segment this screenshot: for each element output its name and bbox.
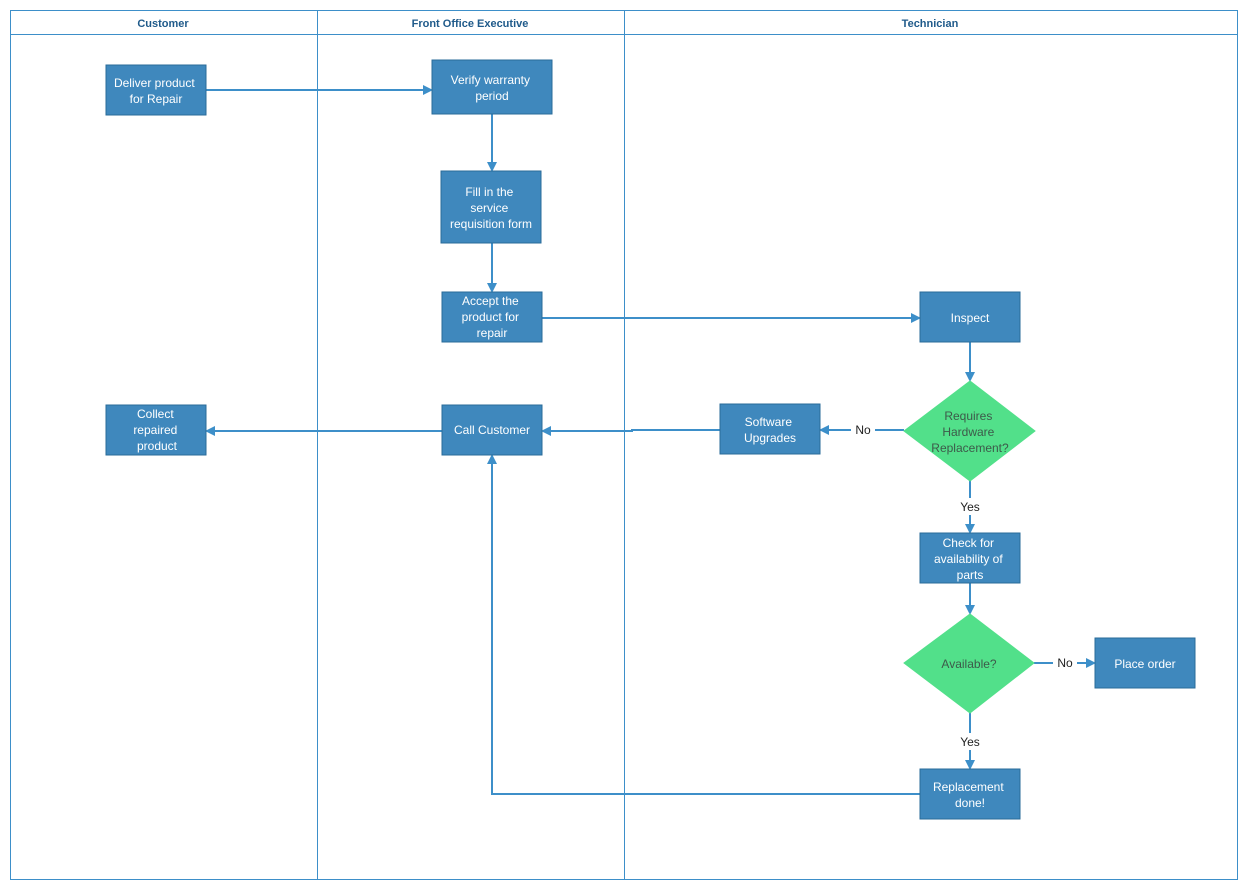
swimlane-frame [10, 10, 1238, 880]
edge-software-to-call [541, 426, 720, 436]
svg-text:Inspect: Inspect [951, 311, 990, 325]
node-replacement-done[interactable]: Replacement done! [919, 768, 1021, 820]
svg-text:Software Upgrades: Software Upgrades [744, 415, 796, 445]
svg-text:Replacement done!: Replacement done! [933, 780, 1007, 810]
svg-text:Requires Hardware: Requires Hardware Replacement? [931, 409, 1009, 455]
lane-title-customer: Customer [137, 18, 189, 30]
svg-text:Deliver product for Repa: Deliver product for Repair [114, 76, 198, 106]
node-verify-warranty[interactable]: Verify warranty period [431, 59, 553, 115]
svg-text:Place order: Place order [1114, 657, 1175, 671]
svg-text:Available?: Available? [941, 657, 996, 671]
lane-title-front-office: Front Office Executive [412, 18, 529, 30]
edge-label-no-order: No [1053, 654, 1077, 671]
node-inspect[interactable]: Inspect [919, 291, 1021, 343]
label-no-1: No [855, 423, 871, 437]
svg-text:Check for availability o: Check for availability of parts [934, 536, 1006, 582]
node-accept-product[interactable]: Accept the product for repair [441, 291, 543, 343]
node-available[interactable]: Available? [903, 613, 1035, 714]
edge-label-yes-check: Yes [955, 498, 985, 515]
node-deliver-product[interactable]: Deliver product for Repair [105, 64, 207, 116]
node-call-customer[interactable]: Call Customer [441, 404, 543, 456]
edge-label-yes-replace: Yes [955, 733, 985, 750]
edge-replacement-to-call [487, 454, 920, 795]
svg-text:Fill in the service: Fill in the service requisition form [450, 185, 532, 231]
label-yes-1: Yes [960, 500, 980, 514]
node-place-order[interactable]: Place order [1094, 637, 1196, 689]
node-check-parts[interactable]: Check for availability of parts [919, 532, 1021, 584]
node-requires-hardware[interactable]: Requires Hardware Replacement? [903, 380, 1036, 482]
svg-text:Call Customer: Call Customer [454, 423, 530, 437]
connectors [205, 85, 1096, 795]
label-yes-2: Yes [960, 735, 980, 749]
lane-title-technician: Technician [902, 18, 959, 30]
svg-text:Verify warranty period: Verify warranty period [451, 73, 534, 103]
svg-text:Accept the product for: Accept the product for repair [462, 294, 523, 340]
svg-text:Collect repaired p: Collect repaired product [133, 407, 180, 453]
label-no-2: No [1057, 656, 1073, 670]
edge-label-no-software: No [851, 421, 875, 438]
node-software-upgrades[interactable]: Software Upgrades [719, 403, 821, 455]
node-collect-product[interactable]: Collect repaired product [105, 404, 207, 456]
node-fill-form[interactable]: Fill in the service requisition form [440, 170, 542, 244]
